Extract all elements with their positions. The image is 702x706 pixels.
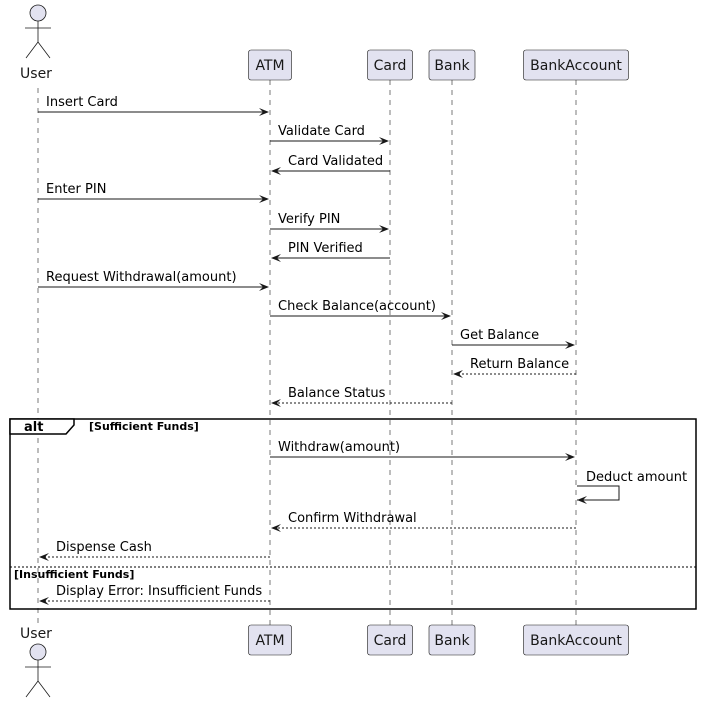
actor-leg-right xyxy=(37,41,51,59)
participant-atm-bottom: ATM xyxy=(248,624,292,656)
participant-label: BankAccount xyxy=(530,58,622,74)
actor-user-top: User xyxy=(20,4,52,82)
participant-card-bottom: Card xyxy=(367,624,413,656)
message-label: Return Balance xyxy=(470,357,569,372)
message-label: Enter PIN xyxy=(46,182,106,197)
fragment-guard-2: [Insufficient Funds] xyxy=(14,568,134,581)
participant-account-bottom: BankAccount xyxy=(523,624,629,656)
arrowhead xyxy=(577,496,587,504)
participant-box xyxy=(428,49,476,81)
actor-leg-right xyxy=(37,680,51,698)
message-6: PIN Verified xyxy=(271,241,390,262)
message-label: Deduct amount xyxy=(586,470,687,485)
message-label: Dispense Cash xyxy=(56,540,152,555)
message-1: Insert Card xyxy=(38,95,269,116)
arrowhead xyxy=(259,195,269,203)
participant-box xyxy=(523,49,629,81)
arrowhead xyxy=(453,370,463,378)
actor-leg-left xyxy=(25,41,39,59)
message-label: Display Error: Insufficient Funds xyxy=(56,584,262,599)
arrowhead xyxy=(259,283,269,291)
arrowhead xyxy=(271,399,281,407)
arrowhead xyxy=(271,167,281,175)
message-label: Get Balance xyxy=(460,328,539,343)
arrowhead xyxy=(565,341,575,349)
participant-bank-top: Bank xyxy=(428,49,476,81)
participant-label: Card xyxy=(374,633,407,649)
message-14: Confirm Withdrawal xyxy=(271,511,576,532)
participant-card-top: Card xyxy=(367,49,413,81)
arrowhead xyxy=(39,553,49,561)
actor-leg-left xyxy=(25,680,39,698)
message-label: Confirm Withdrawal xyxy=(288,511,417,526)
arrowhead xyxy=(379,137,389,145)
fragment-frame xyxy=(9,418,697,610)
message-label: Balance Status xyxy=(288,386,386,401)
participant-label: User xyxy=(20,626,52,642)
message-label: Withdraw(amount) xyxy=(278,440,400,455)
message-15: Dispense Cash xyxy=(39,540,270,561)
message-7: Request Withdrawal(amount) xyxy=(38,270,269,291)
participant-label: ATM xyxy=(255,58,284,74)
message-4: Enter PIN xyxy=(38,182,269,203)
message-line xyxy=(577,485,620,501)
actor-head-icon xyxy=(29,4,47,22)
message-9: Get Balance xyxy=(452,328,575,349)
message-label: Request Withdrawal(amount) xyxy=(46,270,237,285)
arrowhead xyxy=(39,597,49,605)
message-2: Validate Card xyxy=(270,124,389,145)
message-8: Check Balance(account) xyxy=(270,299,451,320)
participant-bank-bottom: Bank xyxy=(428,624,476,656)
participant-label: Bank xyxy=(434,633,470,649)
participant-box xyxy=(367,624,413,656)
actor-head-icon xyxy=(29,643,47,661)
arrowhead xyxy=(271,254,281,262)
alt-fragment: alt [Sufficient Funds] [Insufficient Funds… xyxy=(9,418,697,610)
fragment-tab xyxy=(9,418,75,435)
message-13: Deduct amount xyxy=(577,470,687,504)
participant-label: Bank xyxy=(434,58,470,74)
participant-box xyxy=(248,624,292,656)
message-12: Withdraw(amount) xyxy=(270,440,575,461)
fragment-operator: alt xyxy=(24,420,43,435)
message-10: Return Balance xyxy=(453,357,576,378)
message-label: Validate Card xyxy=(278,124,365,139)
participant-account-top: BankAccount xyxy=(523,49,629,81)
message-label: Verify PIN xyxy=(278,212,340,227)
fragment-guard-1: [Sufficient Funds] xyxy=(89,420,199,433)
arrowhead xyxy=(259,108,269,116)
participant-box xyxy=(367,49,413,81)
participants: UserUserATMATMCardCardBankBankBankAccoun… xyxy=(20,4,629,698)
participant-label: BankAccount xyxy=(530,633,622,649)
arrowhead xyxy=(565,453,575,461)
message-3: Card Validated xyxy=(271,154,390,175)
message-label: Insert Card xyxy=(46,95,118,110)
message-16: Display Error: Insufficient Funds xyxy=(39,584,270,605)
participant-label: ATM xyxy=(255,633,284,649)
arrowhead xyxy=(271,524,281,532)
message-label: Card Validated xyxy=(288,154,383,169)
arrowhead xyxy=(379,225,389,233)
participant-label: User xyxy=(20,66,52,82)
message-5: Verify PIN xyxy=(270,212,389,233)
message-label: Check Balance(account) xyxy=(278,299,436,314)
participant-label: Card xyxy=(374,58,407,74)
participant-box xyxy=(428,624,476,656)
message-11: Balance Status xyxy=(271,386,452,407)
arrowhead xyxy=(441,312,451,320)
participant-atm-top: ATM xyxy=(248,49,292,81)
actor-user-bottom: User xyxy=(20,626,52,698)
participant-box xyxy=(523,624,629,656)
message-label: PIN Verified xyxy=(288,241,363,256)
participant-box xyxy=(248,49,292,81)
